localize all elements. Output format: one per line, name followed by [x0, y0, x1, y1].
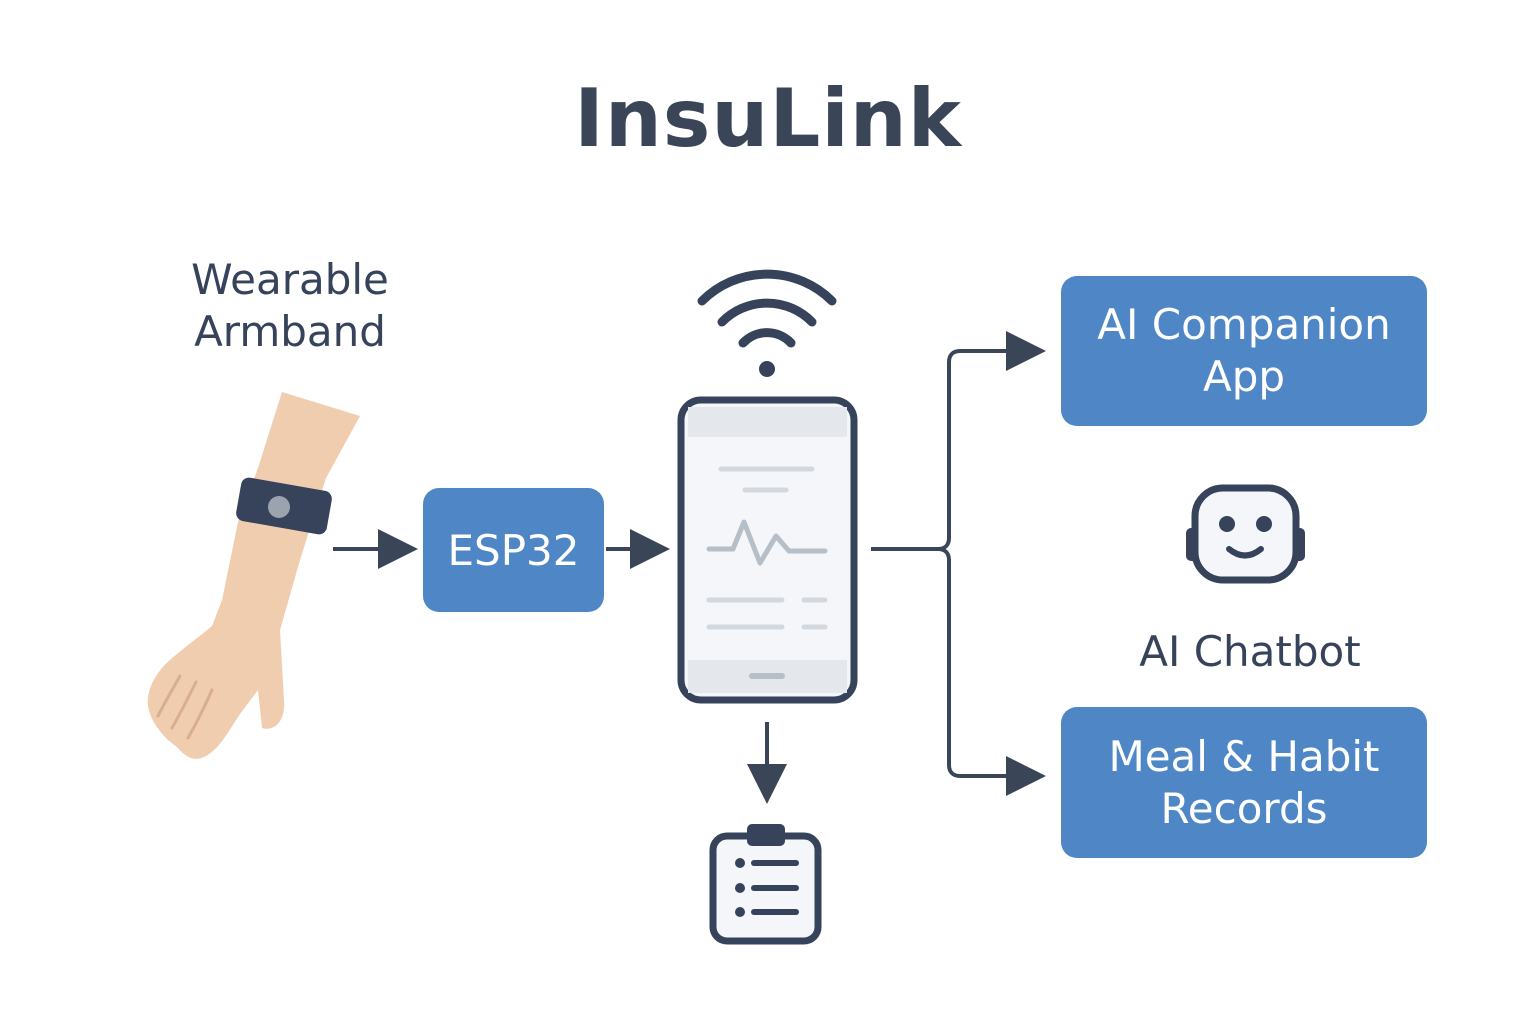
ai-companion-app-box: AI Companion App — [1061, 276, 1427, 426]
smartphone-icon — [677, 396, 858, 704]
arm-with-armband-icon — [147, 392, 360, 759]
companion-label-line2: App — [1202, 352, 1286, 401]
robot-face-icon — [1186, 484, 1305, 584]
wifi-icon — [697, 269, 837, 348]
records-label-line1: Meal & Habit — [1108, 731, 1380, 781]
wearable-label-line1: Wearable — [191, 255, 389, 304]
branch-connector — [871, 331, 1046, 796]
wearable-armband-label: Wearable Armband — [150, 254, 430, 358]
esp32-label: ESP32 — [447, 525, 580, 575]
page-title: InsuLink — [574, 72, 962, 165]
records-label-line2: Records — [1160, 783, 1328, 833]
companion-label-line1: AI Companion — [1097, 300, 1391, 349]
esp32-box: ESP32 — [423, 488, 604, 612]
wifi-dot — [759, 361, 775, 377]
meal-habit-records-box: Meal & Habit Records — [1061, 707, 1427, 858]
clipboard-list-icon — [709, 824, 822, 945]
ai-chatbot-label: AI Chatbot — [1139, 627, 1361, 676]
wearable-label-line2: Armband — [194, 307, 386, 356]
